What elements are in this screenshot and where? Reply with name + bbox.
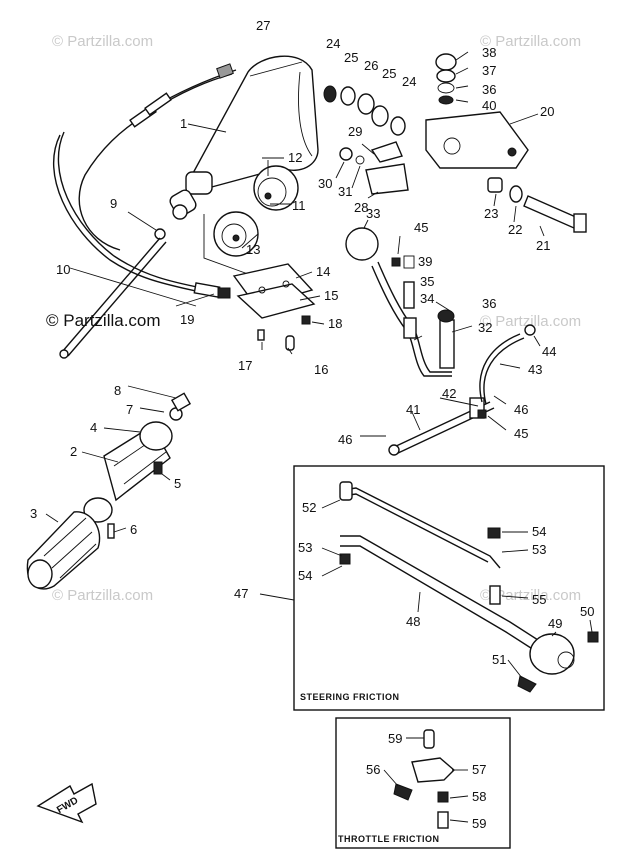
fwd-arrow: FWD: [36, 782, 97, 824]
part-number-label: 33: [366, 206, 380, 221]
steering-friction-box: STEERING FRICTION: [293, 465, 605, 711]
tiller-handle: [26, 392, 192, 590]
part-number-label: 42: [442, 386, 456, 401]
throttle-cable-lower: [52, 134, 201, 293]
part-number-label: 11: [292, 198, 306, 213]
part-number-label: 55: [532, 592, 546, 607]
nut-shape: [154, 228, 166, 240]
part-number-label: 6: [130, 522, 137, 537]
part-number-label: 20: [540, 104, 554, 119]
part-number-label: 36: [482, 82, 496, 97]
part-number-label: 59: [472, 816, 486, 831]
throttle-friction-title: THROTTLE FRICTION: [338, 834, 440, 844]
part-number-label: 46: [514, 402, 528, 417]
part-number-label: 50: [580, 604, 594, 619]
part-number-label: 47: [234, 586, 248, 601]
bracket-plate: [232, 263, 316, 351]
part-number-label: 27: [256, 18, 270, 33]
linkage-assembly: [323, 53, 587, 233]
part-number-label: 7: [126, 402, 133, 417]
part-number-label: 43: [528, 362, 542, 377]
part-number-label: 54: [298, 568, 312, 583]
part-number-label: 48: [406, 614, 420, 629]
part-number-label: 49: [548, 616, 562, 631]
part-number-label: 35: [420, 274, 434, 289]
leader-lines: [45, 51, 593, 823]
steering-rod: [61, 237, 161, 353]
throttle-cable-upper: [78, 73, 233, 251]
watermark-top-right: © Partzilla.com: [480, 33, 581, 50]
part-number-label: 45: [414, 220, 428, 235]
part-number-label: 26: [364, 58, 378, 73]
steering-friction-title: STEERING FRICTION: [300, 692, 400, 702]
part-number-label: 36: [482, 296, 496, 311]
cable-end-fitting: [129, 92, 172, 128]
part-number-label: 52: [302, 500, 316, 515]
part-number-label: 8: [114, 383, 121, 398]
part-number-label: 9: [110, 196, 117, 211]
part-number-label: 39: [418, 254, 432, 269]
part-number-label: 14: [316, 264, 330, 279]
part-number-label: 13: [246, 242, 260, 257]
part-number-label: 56: [366, 762, 380, 777]
part-number-label: 15: [324, 288, 338, 303]
part-number-label: 10: [56, 262, 70, 277]
part-number-label: 38: [482, 45, 496, 60]
part-number-label: 32: [478, 320, 492, 335]
part-number-label: 17: [238, 358, 252, 373]
watermark-middle-right: © Partzilla.com: [480, 313, 581, 330]
part-number-label: 31: [338, 184, 352, 199]
part-number-label: 29: [348, 124, 362, 139]
watermark-top-left: © Partzilla.com: [52, 33, 153, 50]
part-number-label: 54: [532, 524, 546, 539]
part-number-label: 18: [328, 316, 342, 331]
part-number-label: 44: [542, 344, 556, 359]
part-number-label: 24: [326, 36, 340, 51]
lower-linkage: [388, 324, 536, 456]
part-number-label: 41: [406, 402, 420, 417]
part-number-label: 24: [402, 74, 416, 89]
part-number-label: 16: [314, 362, 328, 377]
throttle-friction-box: THROTTLE FRICTION: [335, 717, 511, 849]
part-number-label: 5: [174, 476, 181, 491]
part-number-label: 51: [492, 652, 506, 667]
part-number-label: 4: [90, 420, 97, 435]
watermark-lower-left: © Partzilla.com: [52, 587, 153, 604]
part-number-label: 19: [180, 312, 194, 327]
part-number-label: 37: [482, 63, 496, 78]
part-number-label: 3: [30, 506, 37, 521]
part-number-label: 59: [388, 731, 402, 746]
part-number-label: 40: [482, 98, 496, 113]
control-housing-shape: [169, 55, 319, 220]
pulley-assembly: [203, 160, 299, 275]
part-number-label: 46: [338, 432, 352, 447]
shift-lever-assembly: [345, 227, 455, 377]
watermark-lower-right: © Partzilla.com: [480, 587, 581, 604]
part-number-label: 53: [532, 542, 546, 557]
part-number-labels: 27 24 25 26 25 24 38 37 36 40 20 1 29 12…: [30, 18, 594, 831]
part-number-label: 25: [344, 50, 358, 65]
part-number-label: 57: [472, 762, 486, 777]
part-number-label: 1: [180, 116, 187, 131]
part-number-label: 28: [354, 200, 368, 215]
part-number-label: 2: [70, 444, 77, 459]
part-number-label: 23: [484, 206, 498, 221]
part-number-label: 21: [536, 238, 550, 253]
part-number-label: 45: [514, 426, 528, 441]
watermark-middle-left: © Partzilla.com: [46, 311, 161, 330]
part-number-label: 30: [318, 176, 332, 191]
part-number-label: 34: [420, 291, 434, 306]
part-number-label: 53: [298, 540, 312, 555]
part-number-label: 12: [288, 150, 302, 165]
part-number-label: 58: [472, 789, 486, 804]
part-number-label: 22: [508, 222, 522, 237]
part-number-label: 25: [382, 66, 396, 81]
